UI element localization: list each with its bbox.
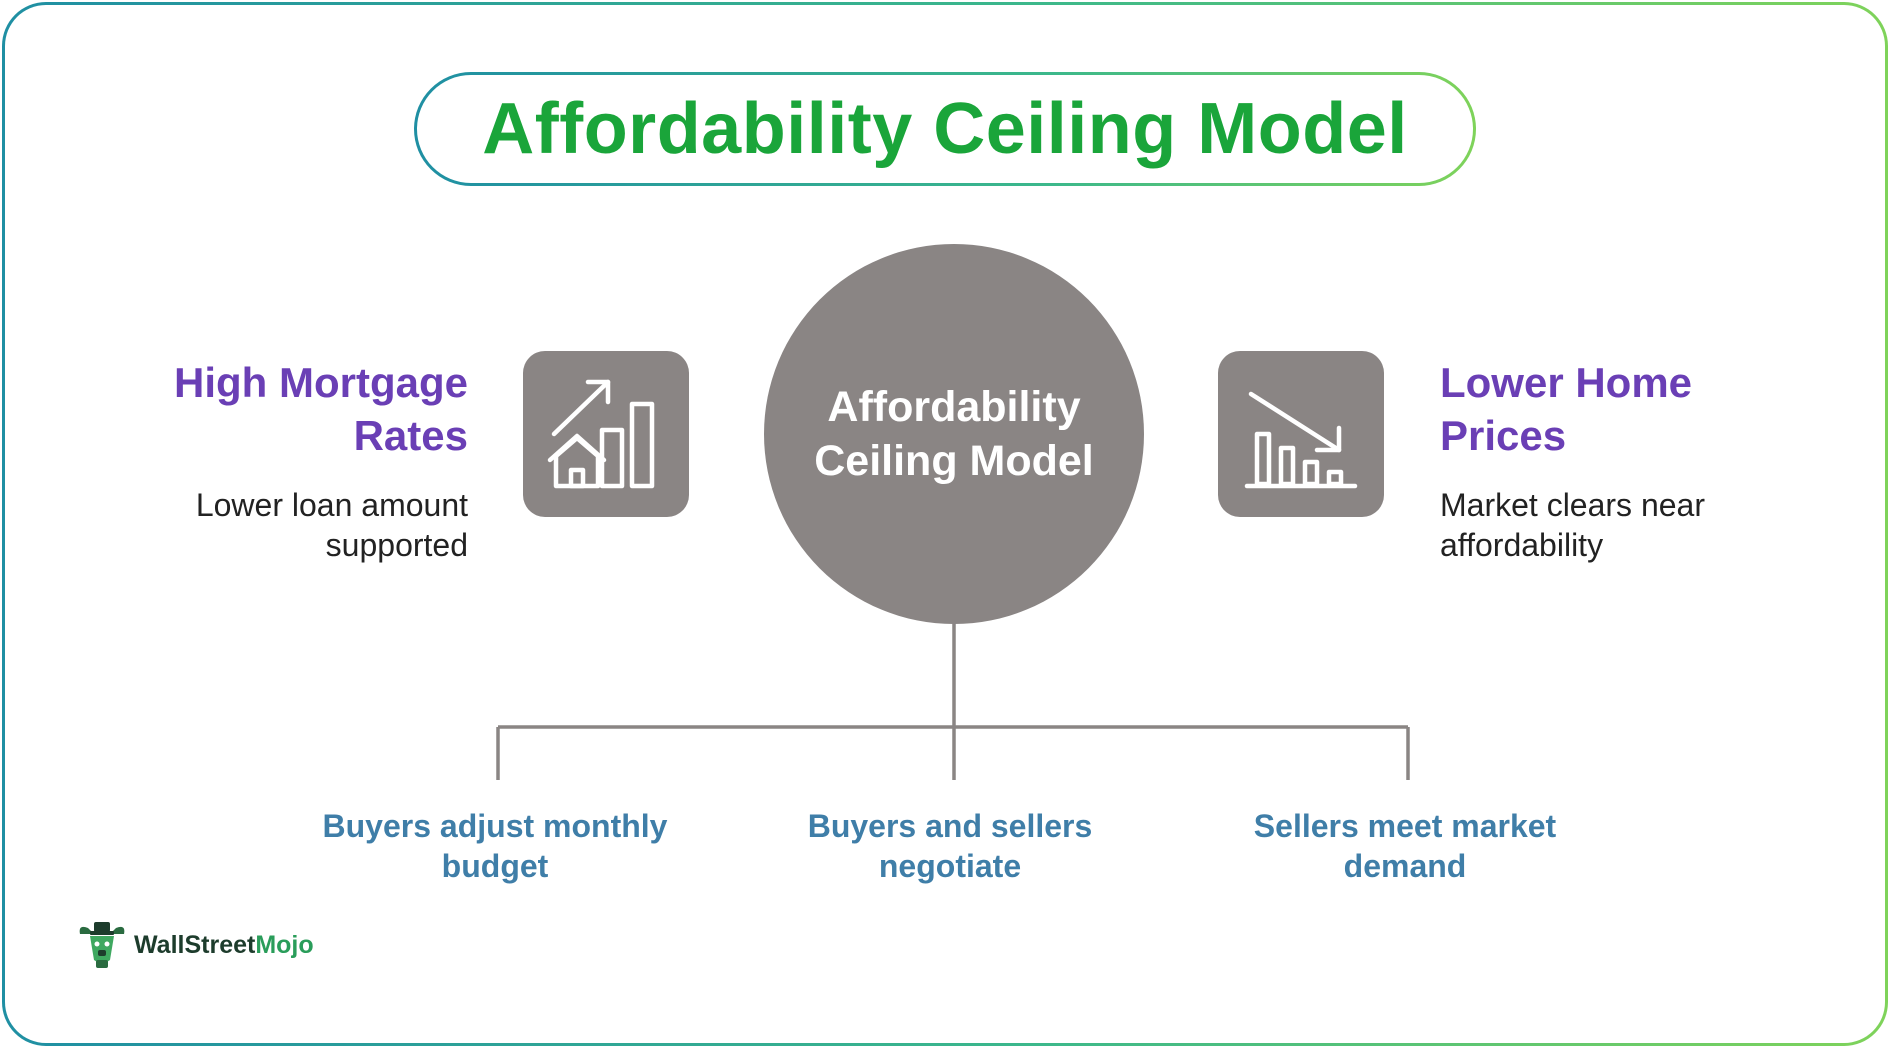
bottom-node-buyers-adjust: Buyers adjust monthly budget: [295, 806, 695, 886]
bottom-node-2-line1: Buyers and sellers: [807, 808, 1093, 844]
left-node-title-line2: Rates: [353, 412, 468, 459]
bottom-node-1-line2: budget: [441, 848, 549, 884]
bottom-node-buyers-sellers-negotiate: Buyers and sellers negotiate: [750, 806, 1150, 886]
right-node-desc-line2: affordability: [1440, 527, 1604, 563]
brand-logo: WallStreetMojo: [76, 920, 314, 970]
right-node-desc-line1: Market clears near: [1440, 487, 1705, 523]
falling-bar-chart-icon: [1218, 351, 1384, 517]
left-node-title: High Mortgage Rates: [88, 356, 468, 462]
right-node-title-line1: Lower Home: [1440, 359, 1693, 406]
right-node-title-line2: Prices: [1440, 412, 1567, 459]
center-node: Affordability Ceiling Model: [764, 244, 1144, 624]
bottom-node-3-line2: demand: [1343, 848, 1467, 884]
house-rising-bar-chart-icon: [523, 351, 689, 517]
bottom-node-3-line1: Sellers meet market: [1253, 808, 1557, 844]
bull-mascot-icon: [79, 922, 125, 968]
bottom-node-1-line1: Buyers adjust monthly: [322, 808, 668, 844]
right-node-title: Lower Home Prices: [1440, 356, 1820, 462]
brand-name-part2: Mojo: [255, 930, 314, 959]
center-node-label: Affordability Ceiling Model: [804, 380, 1104, 488]
center-node-label-line2: Ceiling Model: [814, 437, 1094, 485]
right-node-description: Market clears near affordability: [1440, 485, 1820, 565]
brand-name: WallStreetMojo: [134, 931, 314, 960]
page-title: Affordability Ceiling Model: [482, 89, 1408, 169]
center-node-label-line1: Affordability: [827, 383, 1081, 431]
left-node-desc-line2: supported: [325, 527, 468, 563]
bottom-node-2-line2: negotiate: [878, 848, 1022, 884]
bottom-node-sellers-meet-demand: Sellers meet market demand: [1205, 806, 1605, 886]
brand-name-part1: WallStreet: [134, 930, 256, 959]
title-banner: Affordability Ceiling Model: [414, 72, 1476, 186]
left-node-title-line1: High Mortgage: [174, 359, 468, 406]
left-node-description: Lower loan amount supported: [88, 485, 468, 565]
left-node-desc-line1: Lower loan amount: [195, 487, 468, 523]
